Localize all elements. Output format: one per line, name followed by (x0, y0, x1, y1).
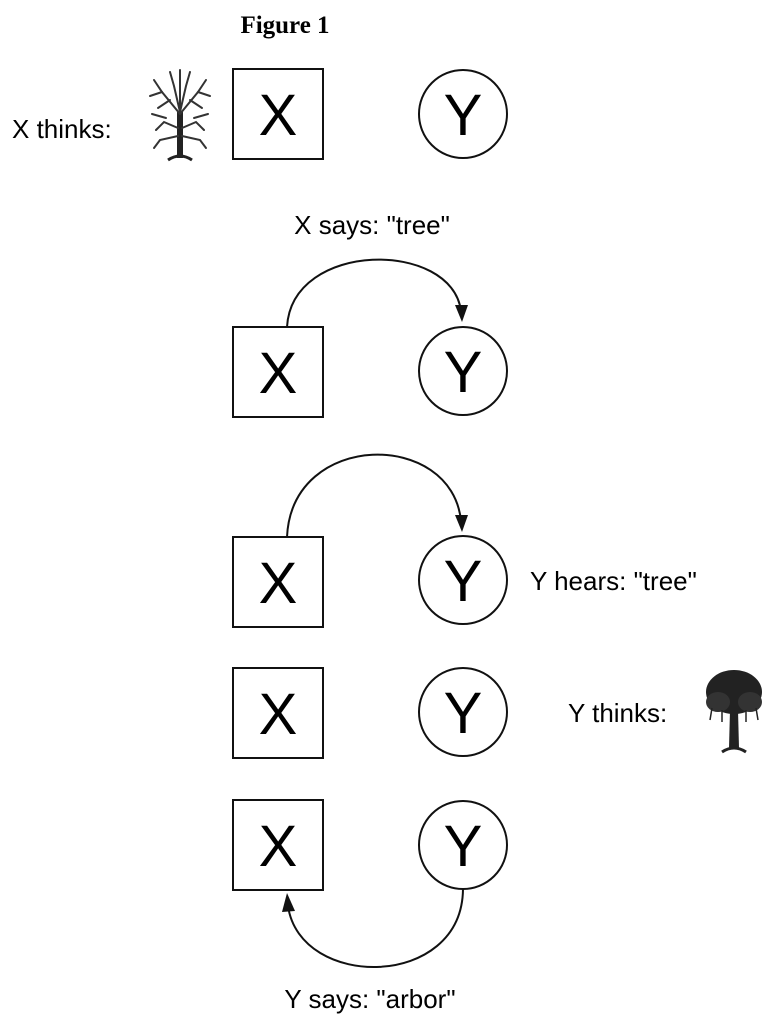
x-node-box (232, 799, 324, 891)
x-node-box (232, 536, 324, 628)
x-node-label: X (259, 341, 298, 406)
x-node-box (232, 667, 324, 759)
x-node-label: X (259, 814, 298, 879)
y-node-circle (418, 667, 508, 757)
leafy-tree-icon (706, 670, 762, 754)
y-says-label: Y says: "arbor" (284, 984, 455, 1014)
x-thinks-label: X thinks: (12, 114, 112, 144)
bare-tree-icon (149, 69, 211, 162)
y-node-label: Y (444, 340, 483, 405)
y-node-label: Y (444, 814, 483, 879)
step-3-y-hears: X Y Y hears: "tree" (232, 453, 697, 628)
arrowhead (282, 893, 295, 912)
x-node-label: X (259, 83, 298, 148)
x-node-box (232, 68, 324, 160)
x-node-label: X (259, 551, 298, 616)
y-hears-label: Y hears: "tree" (530, 566, 697, 596)
y-node-label: Y (444, 549, 483, 614)
speech-arc-x-to-y (286, 258, 462, 328)
y-node-circle (418, 535, 508, 625)
y-node-circle (418, 69, 508, 159)
step-4-y-thinks: X Y Y thinks: (232, 667, 762, 759)
step-1-x-thinks: X thinks: X (12, 68, 508, 162)
x-node-label: X (259, 682, 298, 747)
step-5-y-says: X Y Y says: "arbor" (232, 799, 508, 1014)
speech-arc-y-to-x (287, 888, 464, 969)
x-says-label: X says: "tree" (294, 210, 450, 240)
speech-arc-x-to-y (286, 453, 462, 538)
y-node-label: Y (444, 83, 483, 148)
step-2-x-says: X says: "tree" X Y (232, 210, 508, 418)
y-thinks-label: Y thinks: (568, 698, 667, 728)
x-node-box (232, 326, 324, 418)
y-node-circle (418, 326, 508, 416)
arrowhead (455, 515, 468, 532)
arrowhead (455, 305, 468, 322)
y-node-label: Y (444, 681, 483, 746)
figure-title: Figure 1 (240, 12, 329, 39)
